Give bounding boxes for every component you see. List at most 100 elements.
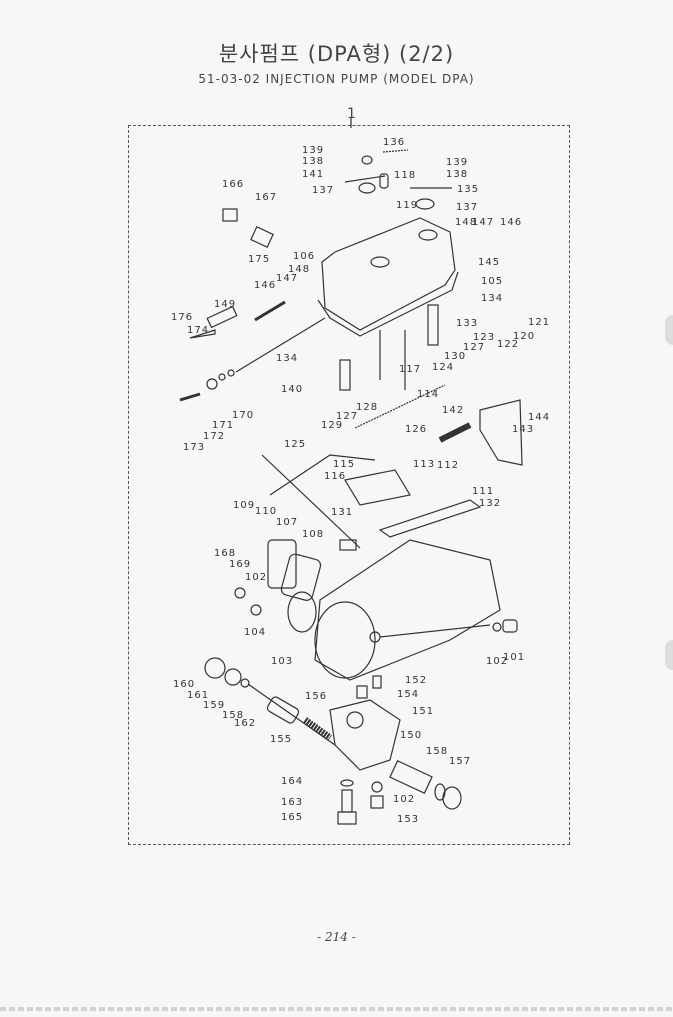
link-rod bbox=[269, 454, 376, 496]
regulator-sleeve bbox=[266, 696, 300, 724]
part-number-label: 114 bbox=[417, 389, 440, 400]
part-number-label: 144 bbox=[528, 412, 551, 423]
inlet-cap bbox=[442, 786, 462, 810]
part-number-label: 159 bbox=[203, 700, 226, 711]
lever-arm bbox=[378, 499, 482, 538]
part-number-label: 149 bbox=[214, 299, 237, 310]
part-number-label: 104 bbox=[244, 627, 267, 638]
part-number-label: 166 bbox=[222, 179, 245, 190]
part-number-label: 174 bbox=[187, 325, 210, 336]
plug bbox=[502, 619, 518, 633]
part-number-label: 153 bbox=[397, 814, 420, 825]
bolt-head bbox=[337, 811, 357, 825]
part-number-label: 175 bbox=[248, 254, 271, 265]
part-number-label: 160 bbox=[173, 679, 196, 690]
cover-boss bbox=[370, 256, 390, 268]
part-number-label: 119 bbox=[396, 200, 419, 211]
part-number-label: 109 bbox=[233, 500, 256, 511]
page-number: - 214 - bbox=[317, 930, 356, 944]
link-plate bbox=[344, 175, 452, 189]
part-number-label: 124 bbox=[432, 362, 455, 373]
lever-plate bbox=[479, 399, 523, 466]
washer bbox=[218, 373, 226, 381]
spring bbox=[354, 384, 446, 429]
part-number-label: 155 bbox=[270, 734, 293, 745]
part-number-label: 117 bbox=[399, 364, 422, 375]
part-number-label: 176 bbox=[171, 312, 194, 323]
part-number-label: 147 bbox=[276, 273, 299, 284]
spring-clip bbox=[189, 329, 216, 339]
washer bbox=[340, 779, 354, 787]
pump-housing bbox=[314, 539, 501, 681]
part-number-label: 132 bbox=[479, 498, 502, 509]
part-number-label: 161 bbox=[187, 690, 210, 701]
part-number-label: 143 bbox=[512, 424, 535, 435]
part-number-label: 157 bbox=[449, 756, 472, 767]
part-number-label: 146 bbox=[500, 217, 523, 228]
page-subtitle: 51-03-02 INJECTION PUMP (MODEL DPA) bbox=[198, 72, 475, 86]
bolt bbox=[341, 789, 353, 813]
part-number-label: 136 bbox=[383, 137, 406, 148]
o-ring bbox=[224, 668, 242, 686]
nut bbox=[206, 378, 218, 390]
part-number-label: 170 bbox=[232, 410, 255, 421]
nut bbox=[361, 155, 373, 165]
part-number-label: 129 bbox=[321, 420, 344, 431]
part-number-label: 120 bbox=[513, 331, 536, 342]
leader-line bbox=[261, 454, 361, 549]
part-number-label: 125 bbox=[284, 439, 307, 450]
part-number-label: 108 bbox=[302, 529, 325, 540]
housing-cap bbox=[287, 591, 317, 633]
part-number-label: 140 bbox=[281, 384, 304, 395]
inlet-fitting bbox=[389, 760, 433, 794]
plug bbox=[372, 675, 382, 689]
bracket bbox=[339, 539, 357, 551]
binder-hole bbox=[665, 315, 673, 345]
part-number-label: 115 bbox=[333, 459, 356, 470]
part-number-label: 171 bbox=[212, 420, 235, 431]
plate-hole bbox=[346, 711, 364, 729]
nut bbox=[370, 795, 384, 809]
washer bbox=[227, 369, 235, 377]
part-number-label: 131 bbox=[331, 507, 354, 518]
part-number-label: 141 bbox=[302, 169, 325, 180]
part-number-label: 147 bbox=[472, 217, 495, 228]
part-number-label: 127 bbox=[336, 411, 359, 422]
screw bbox=[254, 300, 286, 322]
part-number-label: 139 bbox=[446, 157, 469, 168]
washer bbox=[371, 781, 383, 793]
spring bbox=[302, 717, 333, 741]
part-number-label: 148 bbox=[455, 217, 478, 228]
part-number-label: 113 bbox=[413, 459, 436, 470]
part-number-label: 142 bbox=[442, 405, 465, 416]
banjo-bolt bbox=[222, 208, 238, 222]
part-number-label: 156 bbox=[305, 691, 328, 702]
part-number-label: 123 bbox=[473, 332, 496, 343]
part-number-label: 102 bbox=[486, 656, 509, 667]
end-plate bbox=[267, 539, 297, 589]
part-number-label: 107 bbox=[276, 517, 299, 528]
washer bbox=[415, 198, 435, 210]
boot bbox=[438, 422, 472, 443]
part-number-label: 134 bbox=[481, 293, 504, 304]
part-number-label: 146 bbox=[254, 280, 277, 291]
adjuster-nut bbox=[204, 657, 226, 679]
cover-gasket bbox=[317, 271, 459, 337]
bracket bbox=[339, 359, 351, 391]
part-number-label: 152 bbox=[405, 675, 428, 686]
part-number-label: 158 bbox=[222, 710, 245, 721]
shaft bbox=[427, 304, 439, 346]
pin bbox=[206, 305, 238, 329]
housing-bore bbox=[314, 601, 376, 679]
part-number-label: 122 bbox=[497, 339, 520, 350]
part-number-label: 158 bbox=[426, 746, 449, 757]
part-number-label: 102 bbox=[393, 794, 416, 805]
part-number-label: 138 bbox=[302, 156, 325, 167]
part-number-label: 135 bbox=[457, 184, 480, 195]
gasket bbox=[280, 553, 322, 601]
part-number-label: 130 bbox=[444, 351, 467, 362]
part-number-label: 116 bbox=[324, 471, 347, 482]
part-number-label: 103 bbox=[271, 656, 294, 667]
plunger bbox=[379, 173, 389, 189]
